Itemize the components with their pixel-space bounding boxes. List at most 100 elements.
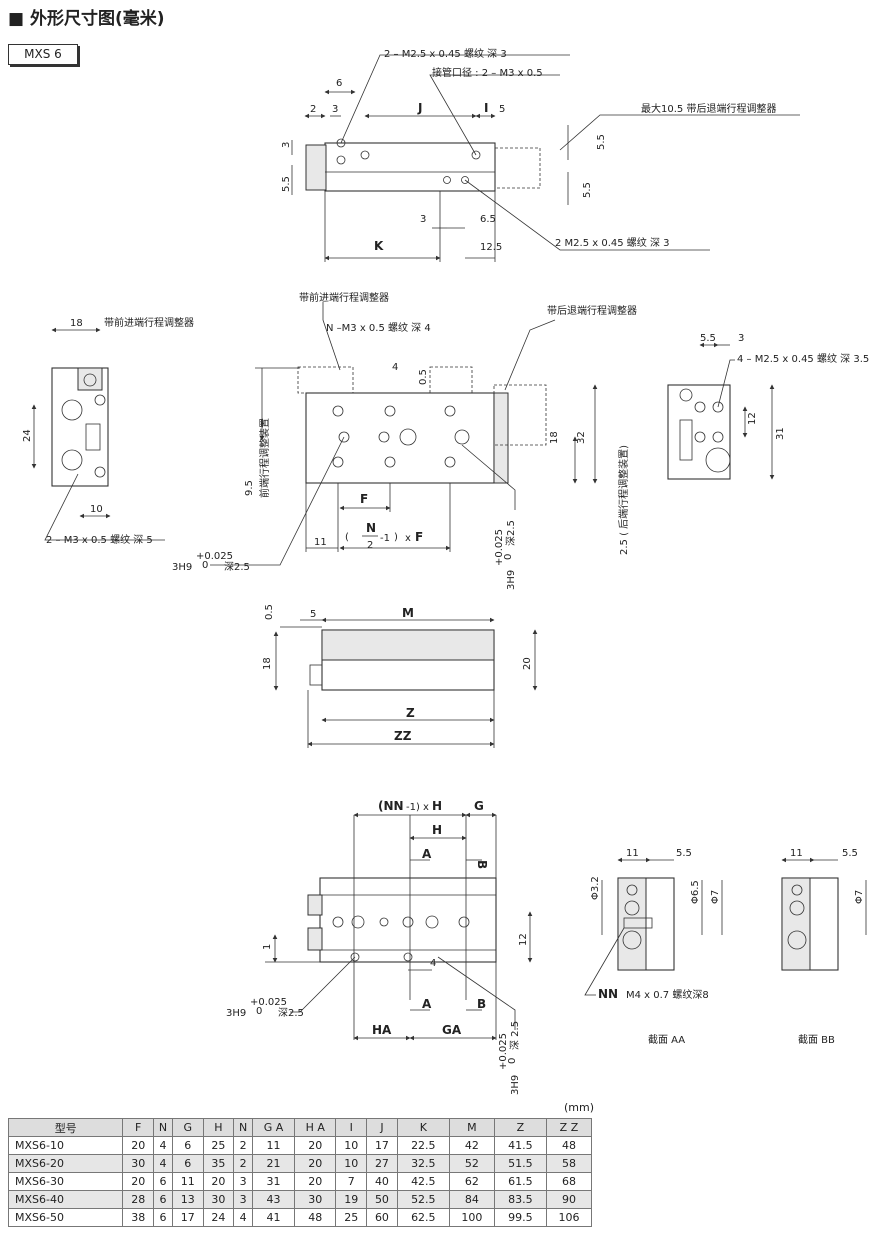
left-end-adjuster bbox=[77, 367, 103, 391]
front-frac-2: 2 bbox=[367, 540, 373, 551]
table-cell: 99.5 bbox=[493, 1208, 547, 1227]
bb-dim-11: 11 bbox=[790, 848, 803, 859]
table-cell: 30 bbox=[294, 1190, 337, 1209]
side-view: 0.5 5 M 18 20 Z ZZ bbox=[262, 604, 538, 748]
dimension-table: 型号 F N G H N G A H A I J K M Z Z Z MXS6-… bbox=[7, 1118, 593, 1227]
front-frac-N: N bbox=[366, 521, 376, 535]
table-cell: 30 bbox=[122, 1154, 155, 1173]
bottom-pin-tolerance-up: +0.025 bbox=[250, 997, 287, 1008]
front-pin-hole: 3H9 bbox=[172, 562, 192, 573]
table-cell: 2 bbox=[233, 1154, 254, 1173]
dim-3-vertical: 3 bbox=[281, 142, 292, 148]
side-dim-ZZ: ZZ bbox=[394, 729, 412, 743]
dim-5: 5 bbox=[499, 104, 505, 115]
front-dim-0.5: 0.5 bbox=[418, 369, 429, 385]
left-end-view: 18 带前进端行程调整器 24 10 2 – M3 x 0.5 螺纹 深 5 bbox=[22, 316, 194, 546]
front-callout-rear-adjuster: 带后退端行程调整器 bbox=[547, 304, 637, 317]
bottom-dim-NNH-H: H bbox=[432, 799, 442, 813]
table-cell: 61.5 bbox=[493, 1172, 547, 1191]
table-cell: 42.5 bbox=[396, 1172, 450, 1191]
dim-5.5-right-bottom: 5.5 bbox=[582, 182, 593, 198]
table-cell: 32.5 bbox=[396, 1154, 450, 1173]
aa-dim-phi6.5: Φ6.5 bbox=[690, 880, 701, 904]
table-cell: 30 bbox=[202, 1190, 235, 1209]
thread-hole bbox=[336, 138, 346, 148]
table-cell: 6 bbox=[171, 1136, 204, 1155]
table-cell: 60 bbox=[366, 1208, 398, 1227]
table-cell: 48 bbox=[294, 1208, 337, 1227]
table-cell: 3 bbox=[233, 1190, 254, 1209]
bottom-section-A-top: A bbox=[422, 847, 432, 861]
right-end-view: 5.5 3 4 – M2.5 x 0.45 螺纹 深 3.5 12 31 bbox=[667, 333, 869, 480]
bottom-dim-4: 4 bbox=[430, 958, 436, 969]
table-cell: 48 bbox=[545, 1136, 593, 1155]
table-cell: 20 bbox=[294, 1136, 337, 1155]
unit-label: (mm) bbox=[564, 1101, 595, 1114]
table-cell: MXS6-20 bbox=[7, 1154, 124, 1173]
table-cell: 6 bbox=[153, 1190, 173, 1209]
table-row: MXS6-40 28 6 13 30 3 43 30 19 50 52.5 84… bbox=[7, 1190, 593, 1209]
left-dim-24: 24 bbox=[22, 429, 33, 442]
table-cell: MXS6-10 bbox=[7, 1136, 124, 1155]
section-bb-caption: 截面 BB bbox=[798, 1033, 835, 1046]
dim-J: J bbox=[417, 101, 422, 115]
table-cell: 35 bbox=[202, 1154, 235, 1173]
left-dim-10: 10 bbox=[90, 504, 103, 515]
side-dim-18: 18 bbox=[262, 657, 273, 670]
front-frac-minus1: -1 bbox=[380, 533, 390, 544]
table-cell: 19 bbox=[335, 1190, 368, 1209]
dim-5.5-left: 5.5 bbox=[281, 176, 292, 192]
table-header: Z Z bbox=[545, 1118, 593, 1137]
table-cell: 43 bbox=[252, 1190, 296, 1209]
section-aa-caption: 截面 AA bbox=[648, 1033, 685, 1046]
table-cell: 50 bbox=[366, 1190, 398, 1209]
dim-6.5: 6.5 bbox=[480, 214, 496, 225]
thread-hole bbox=[336, 155, 346, 165]
table-cell: MXS6-40 bbox=[7, 1190, 124, 1209]
table-cell: 25 bbox=[202, 1136, 235, 1155]
bottom-pin-hole: 3H9 bbox=[226, 1008, 246, 1019]
table-row: MXS6-20 30 4 6 35 2 21 20 10 27 32.5 52 … bbox=[7, 1154, 593, 1173]
bb-dim-5.5: 5.5 bbox=[842, 848, 858, 859]
side-dim-5: 5 bbox=[310, 609, 316, 620]
table-cell: 52.5 bbox=[396, 1190, 450, 1209]
left-dim-18: 18 bbox=[70, 318, 83, 329]
bottom-view: (NN -1) x H G H A B 12 1 4 A B HA GA 3H9… bbox=[226, 799, 533, 1095]
table-cell: 20 bbox=[294, 1172, 337, 1191]
left-callout-thread: 2 – M3 x 0.5 螺纹 深 5 bbox=[46, 533, 153, 546]
port-circle bbox=[61, 449, 83, 471]
front-label-rear-adjust-device: 2.5 ( 后端行程调整装置) bbox=[617, 445, 630, 555]
table-cell: 27 bbox=[366, 1154, 398, 1173]
bottom-pin-v-tolerance-up: +0.025 bbox=[498, 1033, 509, 1070]
front-pin-v-depth: 深2.5 bbox=[505, 520, 517, 546]
right-dim-12: 12 bbox=[747, 412, 758, 425]
table-cell: 2 bbox=[233, 1136, 254, 1155]
side-dim-M: M bbox=[402, 606, 414, 620]
table-cell: 52 bbox=[448, 1154, 495, 1173]
section-bb: 11 5.5 Φ7 截面 BB bbox=[781, 848, 867, 1046]
table-cell: 22.5 bbox=[396, 1136, 450, 1155]
front-dim-9.5: 9.5 bbox=[244, 480, 255, 496]
table-cell: 4 bbox=[153, 1154, 173, 1173]
table-header: J bbox=[366, 1118, 398, 1137]
table-row: MXS6-10 20 4 6 25 2 11 20 10 17 22.5 42 … bbox=[7, 1136, 593, 1155]
model-label: MXS 6 bbox=[8, 44, 78, 65]
svg-text:): ) bbox=[394, 532, 398, 543]
bottom-pin-hole-vertical: 3H9 bbox=[510, 1075, 521, 1095]
aa-dim-5.5: 5.5 bbox=[676, 848, 692, 859]
table-cell: MXS6-30 bbox=[7, 1172, 124, 1191]
front-callout-front-adjuster: 带前进端行程调整器 bbox=[299, 291, 389, 304]
section-aa: 11 5.5 Φ3.2 Φ6.5 Φ7 NN M4 x 0.7 螺纹深8 截面 … bbox=[584, 848, 723, 1046]
table-cell: 24 bbox=[202, 1208, 235, 1227]
aa-dim-phi7: Φ7 bbox=[710, 890, 721, 904]
front-adjuster-outline bbox=[297, 366, 354, 394]
table-cell: 41.5 bbox=[493, 1136, 547, 1155]
table-cell: 100 bbox=[448, 1208, 495, 1227]
center-port bbox=[399, 428, 417, 446]
drawing-canvas: 2 – M2.5 x 0.45 螺纹 深 3 接管口径 : 2 – M3 x 0… bbox=[22, 47, 869, 1095]
front-pin-v-tolerance-up: +0.025 bbox=[494, 529, 505, 566]
front-pin-hole-vertical: 3H9 bbox=[506, 570, 517, 590]
front-frac-F: F bbox=[415, 530, 423, 544]
table-header: G A bbox=[252, 1118, 296, 1137]
table-header: F bbox=[122, 1118, 155, 1137]
